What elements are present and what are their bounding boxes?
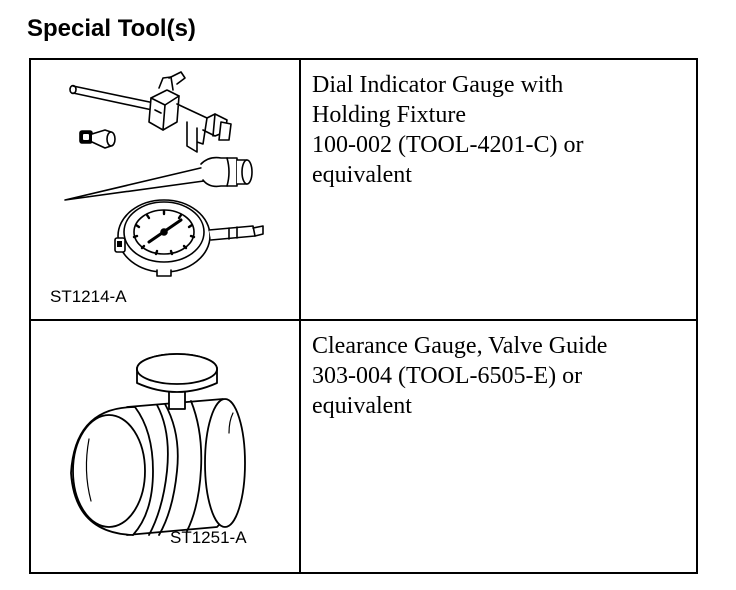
description-line: 100-002 (TOOL-4201-C) or xyxy=(312,132,584,158)
figure-code: ST1214-A xyxy=(50,287,127,306)
tool-description: Clearance Gauge, Valve Guide 303-004 (TO… xyxy=(312,331,692,421)
dial-indicator-with-holding-fixture-icon xyxy=(64,71,264,277)
tool-description: Dial Indicator Gauge with Holding Fixtur… xyxy=(312,70,692,190)
special-tools-table: ST1214-A Dial Indicator Gauge with Holdi… xyxy=(29,58,698,574)
description-line: 303-004 (TOOL-6505-E) or xyxy=(312,363,583,389)
page-title: Special Tool(s) xyxy=(27,15,196,42)
column-divider xyxy=(299,60,301,572)
description-line: Holding Fixture xyxy=(312,102,466,128)
tool-row-dial-indicator: ST1214-A Dial Indicator Gauge with Holdi… xyxy=(31,60,696,319)
tool-illustration-cell: ST1251-A xyxy=(31,321,299,572)
figure-code: ST1251-A xyxy=(170,528,247,547)
description-line: Dial Indicator Gauge with xyxy=(312,72,564,98)
valve-guide-clearance-gauge-icon xyxy=(70,353,246,536)
description-line: equivalent xyxy=(312,393,412,419)
tool-row-clearance-gauge: ST1251-A Clearance Gauge, Valve Guide 30… xyxy=(31,321,696,572)
description-line: equivalent xyxy=(312,162,412,188)
description-line: Clearance Gauge, Valve Guide xyxy=(312,333,608,359)
row-divider xyxy=(31,319,696,321)
tool-illustration-cell: ST1214-A xyxy=(31,60,299,319)
